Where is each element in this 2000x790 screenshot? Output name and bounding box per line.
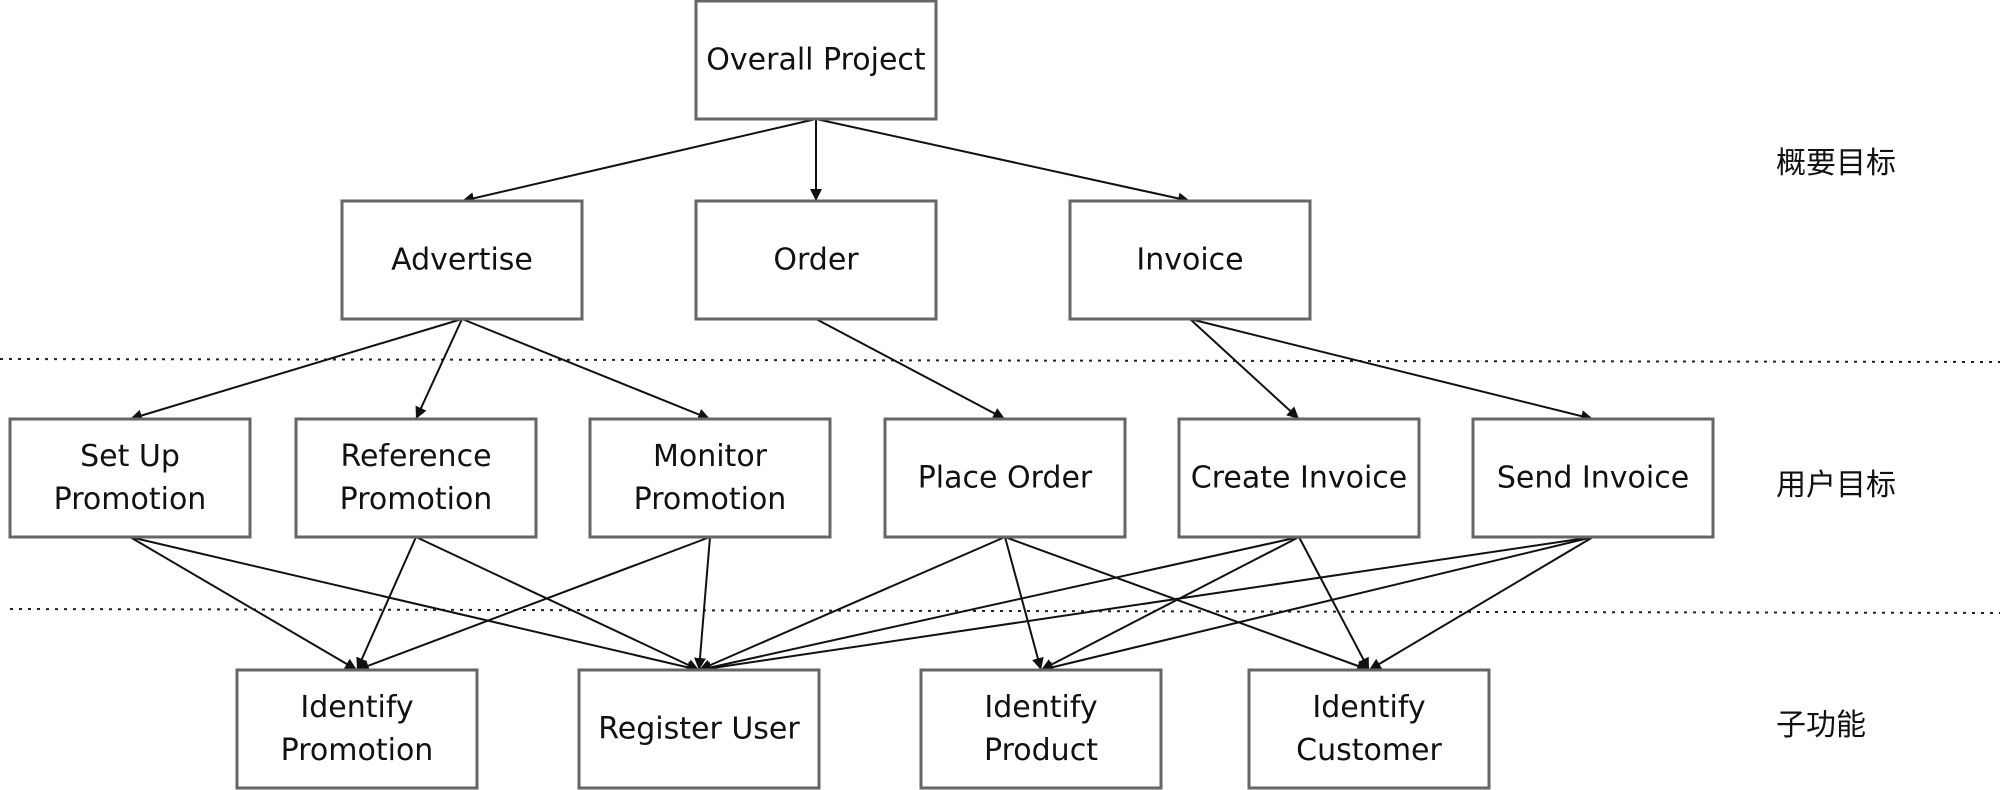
edge-advertise-to-setup <box>129 318 463 422</box>
node-box-idcustomer <box>1247 668 1491 790</box>
edge-reference-to-idpromo <box>356 536 417 671</box>
edge-createinvoice-to-idcustomer <box>1298 536 1370 671</box>
node-reguser: Register User <box>577 668 821 790</box>
edge-advertise-to-monitor <box>461 318 711 421</box>
edge-placeorder-to-idcustomer <box>1004 536 1370 672</box>
edge-setup-to-idpromo <box>129 536 358 671</box>
node-box-sendinvoice <box>1471 417 1715 539</box>
edge-overall-to-advertise <box>461 118 817 205</box>
node-label-monitor-line-2: Promotion <box>634 482 787 517</box>
node-label-createinvoice-line-1: Create Invoice <box>1191 461 1407 496</box>
edges <box>129 118 1594 675</box>
node-setup: Set Up Promotion <box>8 417 252 539</box>
node-box-invoice <box>1068 199 1312 321</box>
node-box-reguser <box>577 668 821 790</box>
node-box-reference <box>294 417 538 539</box>
edge-monitor-to-idpromo <box>356 536 711 672</box>
edge-monitor-to-reguser <box>694 536 711 671</box>
node-overall: Overall Project <box>694 0 938 121</box>
node-box-idproduct <box>919 668 1163 790</box>
edge-placeorder-to-reguser <box>698 536 1006 671</box>
node-box-createinvoice <box>1177 417 1421 539</box>
level-label-subfunction: 子功能 <box>1776 708 1866 743</box>
node-order: Order <box>694 199 938 321</box>
node-sendinvoice: Send Invoice <box>1471 417 1715 539</box>
node-label-sendinvoice-line-1: Send Invoice <box>1497 461 1689 496</box>
node-label-invoice-line-1: Invoice <box>1136 243 1243 278</box>
node-label-overall-line-1: Overall Project <box>706 43 926 78</box>
node-label-reguser-line-1: Register User <box>598 712 800 747</box>
node-placeorder: Place Order <box>883 417 1127 539</box>
node-label-setup-line-2: Promotion <box>54 482 207 517</box>
node-label-order-line-1: Order <box>773 243 859 278</box>
edge-createinvoice-to-idproduct <box>1040 536 1300 671</box>
edge-sendinvoice-to-idproduct <box>1040 536 1594 674</box>
node-label-advertise-line-1: Advertise <box>391 243 533 278</box>
node-label-idproduct-line-2: Product <box>984 733 1098 768</box>
node-box-placeorder <box>883 417 1127 539</box>
node-box-monitor <box>588 417 832 539</box>
node-label-idcustomer-line-2: Customer <box>1296 733 1442 768</box>
node-box-overall <box>694 0 938 121</box>
level-label-user-goal: 用户目标 <box>1776 468 1896 503</box>
node-label-idcustomer-line-1: Identify <box>1312 690 1425 725</box>
edge-advertise-to-reference <box>415 318 463 420</box>
edge-invoice-to-sendinvoice <box>1189 318 1594 422</box>
node-label-setup-line-1: Set Up <box>80 439 180 474</box>
node-box-order <box>694 199 938 321</box>
node-label-monitor-line-1: Monitor <box>653 439 768 474</box>
node-label-idpromo-line-2: Promotion <box>281 733 434 768</box>
edge-order-to-placeorder <box>815 318 1006 420</box>
node-label-idpromo-line-1: Identify <box>300 690 413 725</box>
level-label-summary-goal: 概要目标 <box>1776 146 1896 181</box>
node-label-reference-line-1: Reference <box>340 439 491 474</box>
node-invoice: Invoice <box>1068 199 1312 321</box>
level-divider-upper <box>0 358 2000 363</box>
edge-createinvoice-to-reguser <box>698 536 1300 674</box>
node-label-placeorder-line-1: Place Order <box>918 461 1093 496</box>
edge-placeorder-to-idproduct <box>1004 536 1044 671</box>
node-box-advertise <box>340 199 584 321</box>
node-label-idproduct-line-1: Identify <box>984 690 1097 725</box>
edge-reference-to-reguser <box>415 536 700 671</box>
edge-setup-to-reguser <box>129 536 700 674</box>
node-label-reference-line-2: Promotion <box>340 482 493 517</box>
node-box-setup <box>8 417 252 539</box>
node-advertise: Advertise <box>340 199 584 321</box>
edge-sendinvoice-to-reguser <box>698 536 1594 675</box>
edge-sendinvoice-to-idcustomer <box>1368 536 1594 671</box>
edge-overall-to-invoice <box>815 118 1191 205</box>
edge-invoice-to-createinvoice <box>1189 318 1300 420</box>
level-divider-lower <box>9 608 2000 614</box>
node-createinvoice: Create Invoice <box>1177 417 1421 539</box>
node-box-idpromo <box>235 668 479 790</box>
